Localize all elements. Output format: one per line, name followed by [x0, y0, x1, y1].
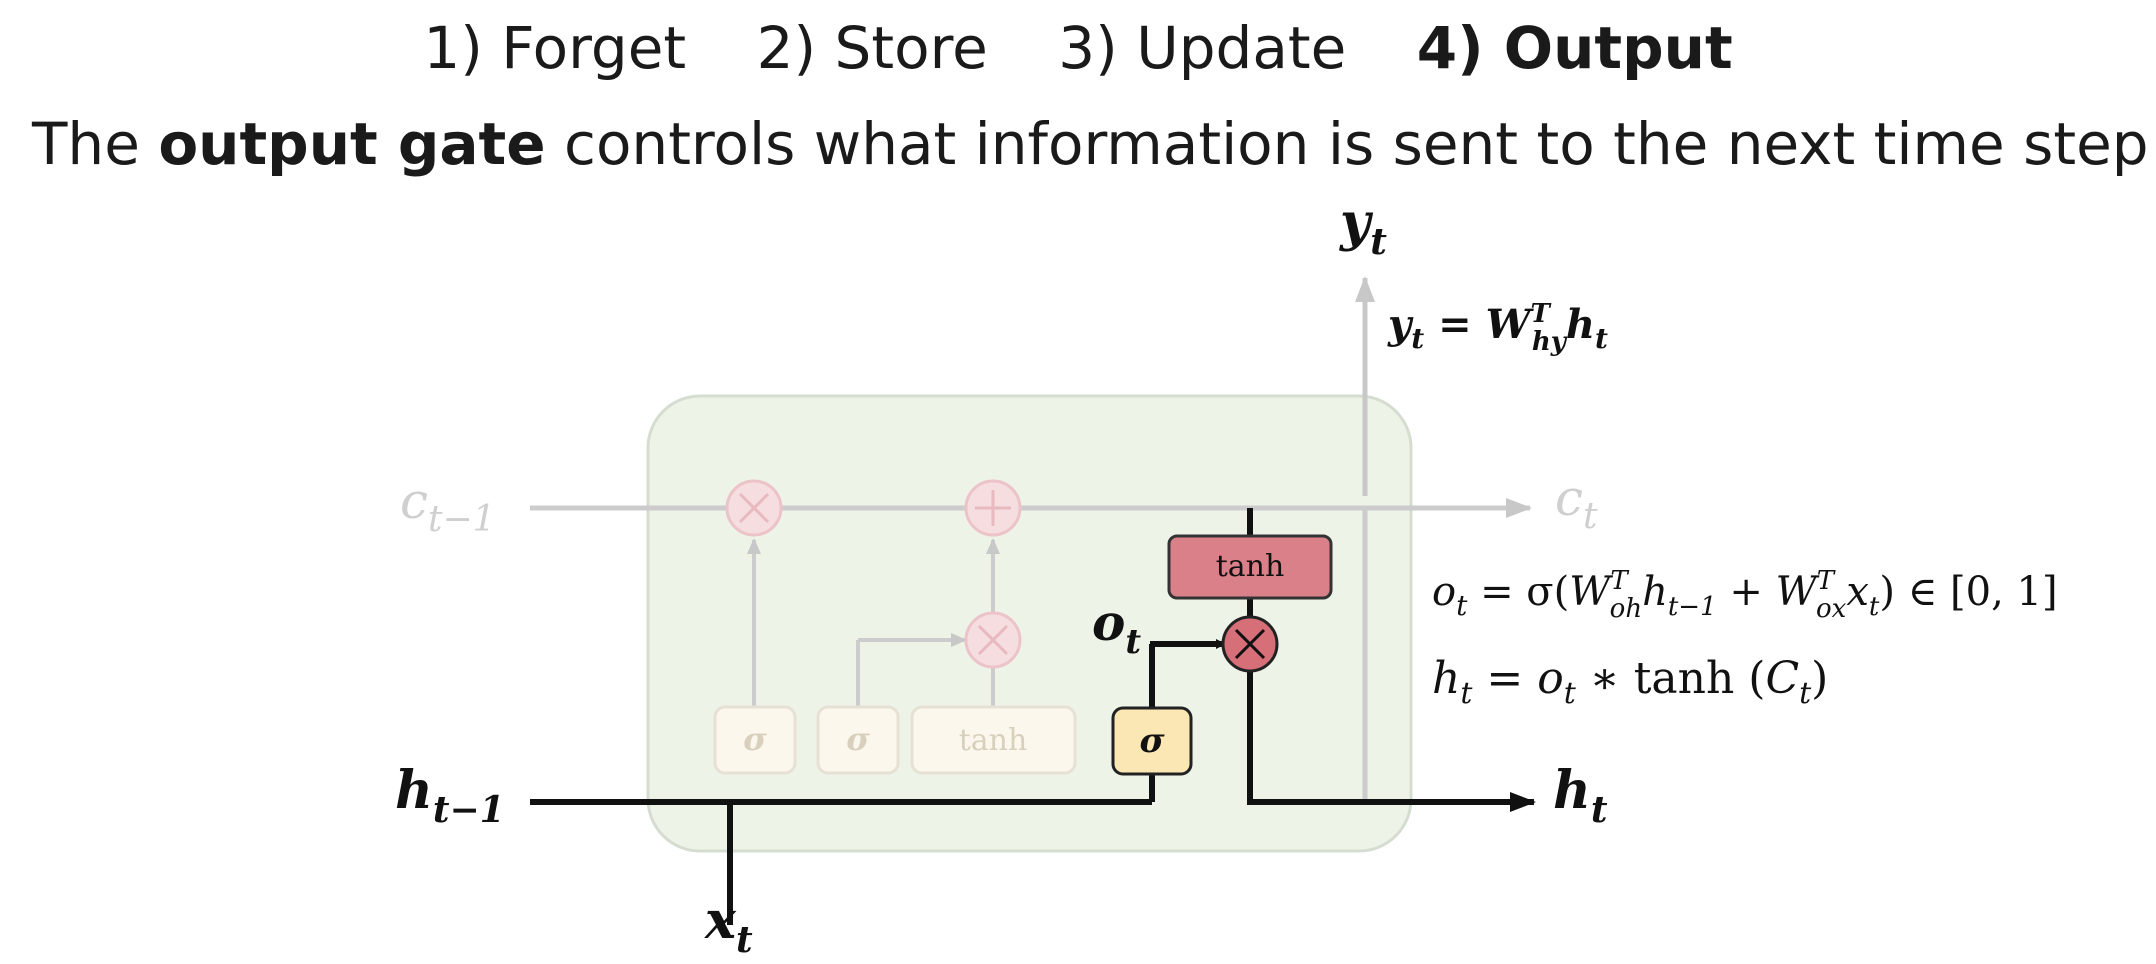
- faded-input-sigma-gate: σ: [816, 705, 900, 775]
- h-equation: ht = ot ∗ tanh (Ct): [1432, 653, 1828, 711]
- svg-text:σ: σ: [846, 720, 870, 758]
- slide-headline: The output gate controls what informatio…: [32, 110, 2149, 178]
- lstm-cell-body: [646, 394, 1413, 853]
- h-prev-label: ht−1: [395, 760, 505, 831]
- headline-emphasis: output gate: [158, 110, 546, 178]
- lstm-steps-title: 1) Forget 2) Store 3) Update 4) Output: [0, 14, 2156, 94]
- svg-text:tanh: tanh: [1216, 549, 1285, 584]
- headline-prefix: The: [32, 110, 159, 178]
- faded-input-multiply: [964, 611, 1022, 669]
- output-multiply-op: [1221, 615, 1279, 673]
- y-t-label: yt: [1339, 192, 1387, 263]
- headline-suffix: controls what information is sent to the…: [545, 110, 2149, 178]
- faded-forget-multiply: [725, 479, 783, 537]
- o-t-label: ot: [1092, 593, 1141, 662]
- step-output: 4) Output: [1416, 14, 1733, 82]
- svg-text:tanh: tanh: [959, 723, 1028, 758]
- output-tanh-box: tanh: [1167, 534, 1333, 600]
- output-sigma-gate: σ: [1111, 706, 1193, 776]
- svg-text:σ: σ: [743, 720, 767, 758]
- h-t-label: ht: [1553, 760, 1608, 831]
- c-prev-label: ct−1: [400, 472, 496, 540]
- step-update: 3) Update: [1058, 14, 1347, 82]
- step-forget: 1) Forget: [423, 14, 687, 82]
- svg-text:σ: σ: [1139, 721, 1165, 761]
- faded-forget-sigma-gate: σ: [713, 705, 797, 775]
- x-t-label: xt: [704, 890, 753, 961]
- c-t-label: ct: [1555, 469, 1598, 537]
- active-h-path: [530, 508, 1536, 925]
- step-store: 2) Store: [756, 14, 988, 82]
- faded-candidate-tanh-gate: tanh: [910, 705, 1077, 775]
- faded-add-op: [964, 479, 1022, 537]
